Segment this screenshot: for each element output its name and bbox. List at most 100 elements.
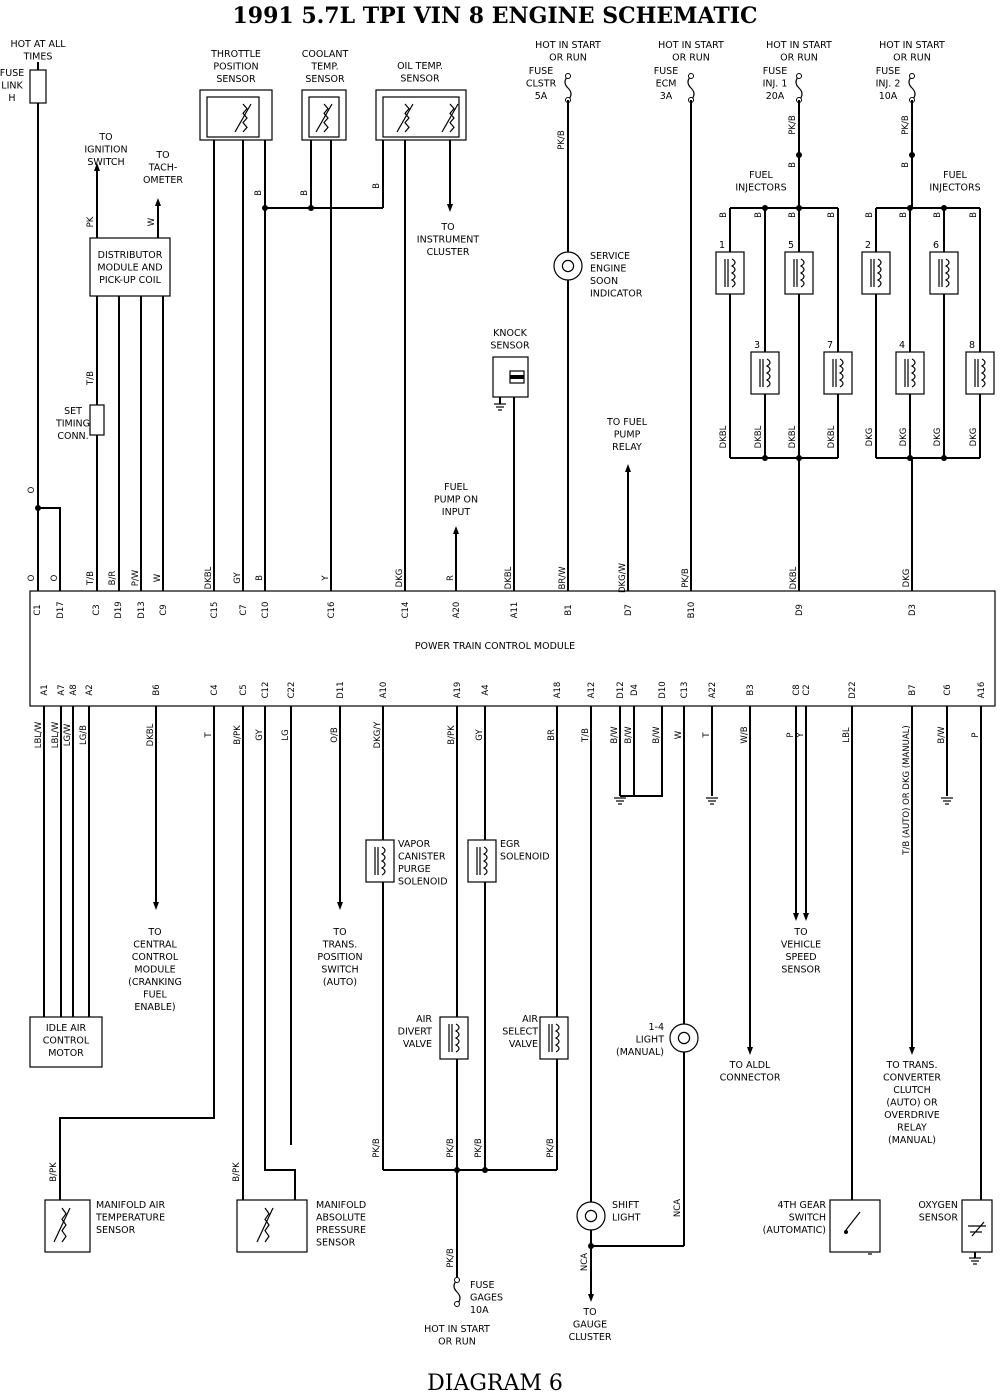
wire-color-label: PK/B <box>788 115 798 135</box>
pcm-label: POWER TRAIN CONTROL MODULE <box>415 641 575 652</box>
hot-in-start-label: HOT IN START <box>424 1324 490 1335</box>
1-4-light-label: LIGHT <box>636 1035 665 1046</box>
wire-color-label: W/B <box>740 726 750 743</box>
hot-in-start-label: OR RUN <box>672 53 710 64</box>
to-trans-position-switch-label: SWITCH <box>321 965 358 976</box>
wire-color-label: B <box>719 212 729 218</box>
wire-color-label: B <box>788 212 798 218</box>
wire-color-label: B/W <box>937 726 947 744</box>
wire-color-label: T <box>204 732 214 739</box>
injector-number: 3 <box>754 340 760 351</box>
tps-resistor-icon <box>242 103 248 133</box>
air-divert-label: DIVERT <box>398 1027 433 1038</box>
to-tachometer-label: TACH- <box>148 163 178 174</box>
fuel-injector-icon <box>715 251 745 295</box>
fuse-ecm-label: 3A <box>660 91 673 102</box>
pin-label: D9 <box>795 604 805 616</box>
service-engine-soon-label: ENGINE <box>590 264 626 275</box>
coolant-temp-label: COOLANT <box>302 49 349 60</box>
to-converter-clutch-label: OVERDRIVE <box>884 1110 940 1121</box>
to-fuel-pump-relay-label: TO FUEL <box>606 417 648 428</box>
variable-arrow <box>256 1207 274 1243</box>
wire-color-label: GY <box>475 729 485 741</box>
cts-inner <box>308 96 340 138</box>
terminal-icon <box>454 1277 460 1283</box>
wire-color-label: PK/B <box>901 115 911 135</box>
service-engine-soon-label: SOON <box>590 276 618 287</box>
coolant-temp-label: TEMP. <box>310 62 338 73</box>
wire-color-label: LG/B <box>79 725 89 745</box>
wire-color-label: Y <box>796 732 806 739</box>
shift-1-4-light-bulb <box>669 1023 699 1053</box>
wire-color-label: DKG <box>899 428 909 447</box>
pin-label: D11 <box>336 681 346 698</box>
wire-color-label: DKBL <box>789 566 799 589</box>
wire-color-label: B <box>372 183 382 189</box>
switch-contact <box>845 1211 861 1231</box>
pin-label: B3 <box>746 684 756 695</box>
wire-color-label: DKG <box>902 569 912 588</box>
to-ignition-label: TO <box>98 132 112 143</box>
bulb-filament <box>561 259 575 273</box>
injector-number: 8 <box>969 340 975 351</box>
arrow-head <box>588 1294 594 1302</box>
hot-in-start-label: HOT IN START <box>879 40 945 51</box>
1-4-light-label: 1-4 <box>648 1022 664 1033</box>
coil-winding <box>454 1023 460 1053</box>
wire-color-label: PK/B <box>681 568 691 588</box>
distributor-label: PICK-UP COIL <box>99 275 161 286</box>
fuse-gages-label: FUSE <box>470 1280 494 1291</box>
variable-arrow <box>396 103 414 133</box>
fuse-gages-label: GAGES <box>470 1293 503 1304</box>
fuel-injectors-label: INJECTORS <box>929 183 980 194</box>
wire-color-label: B/R <box>108 571 118 586</box>
pin-label: C2 <box>802 684 812 695</box>
pin-label: C13 <box>680 682 690 699</box>
wire <box>59 706 215 1200</box>
pin-label: A12 <box>587 682 597 699</box>
wire-color-label: LG/W <box>63 723 73 746</box>
hot-at-all-times-label: HOT AT ALL <box>10 39 66 50</box>
wire-color-label: PK/B <box>372 1138 382 1158</box>
wire-color-label: LG <box>281 729 291 740</box>
wire-color-label: DKBL <box>788 425 798 448</box>
wire-color-label: B <box>901 162 911 168</box>
arrow-head <box>803 913 809 921</box>
wire-color-label: B/PK <box>49 1162 59 1182</box>
arrow-head <box>625 464 631 472</box>
pin-label: B7 <box>908 684 918 695</box>
knock-element-fill <box>510 375 524 379</box>
coil-winding <box>380 846 386 876</box>
switch-pivot <box>844 1230 848 1234</box>
fuse-injector-label: 20A <box>766 91 785 102</box>
air-select-label: AIR <box>522 1014 538 1025</box>
arrow-head <box>155 198 161 206</box>
fuel-injectors-label: FUEL <box>943 170 967 181</box>
pin-label: D10 <box>658 681 668 698</box>
knock-sensor-label: SENSOR <box>490 341 530 352</box>
wire-color-label: B/W <box>610 726 620 744</box>
diagram-caption: DIAGRAM 6 <box>427 1371 563 1396</box>
set-timing-label: SET <box>64 406 82 417</box>
fuse-link-label: H <box>8 93 15 104</box>
to-fuel-pump-relay-label: RELAY <box>612 442 642 453</box>
arrow-head <box>453 526 459 534</box>
map-resistor-icon <box>264 1207 270 1243</box>
manifold-air-temp-sensor <box>44 1199 91 1253</box>
wire-color-label: B/W <box>652 726 662 744</box>
to-vehicle-speed-sensor-label: VEHICLE <box>781 940 821 951</box>
egr-solenoid-label: SOLENOID <box>500 852 550 863</box>
fuel-injector-icon <box>861 251 891 295</box>
map-sensor-label: ABSOLUTE <box>316 1213 366 1224</box>
pin-label: A7 <box>57 684 67 695</box>
wire-color-label: DKG <box>395 569 405 588</box>
wire-color-label: P <box>786 732 796 737</box>
wire-color-label: BR/W <box>558 566 568 590</box>
wire-color-label: PK/B <box>546 1138 556 1158</box>
fuse-injector-label: FUSE <box>876 66 900 77</box>
wire-color-label: LBL/W <box>34 721 44 748</box>
to-instrument-cluster-label: INSTRUMENT <box>417 235 480 246</box>
pin-label: C4 <box>210 684 220 695</box>
to-converter-clutch-label: RELAY <box>897 1123 927 1134</box>
